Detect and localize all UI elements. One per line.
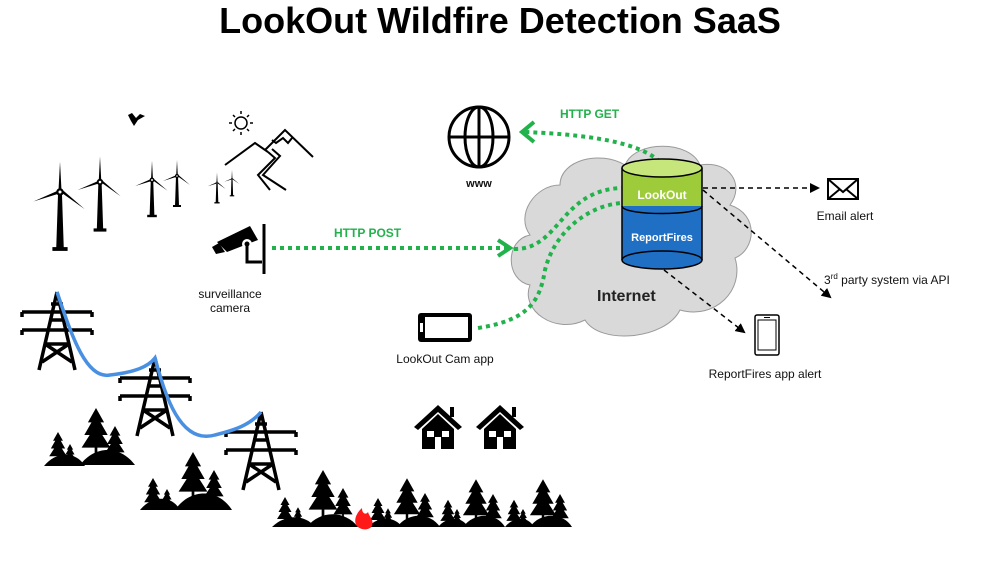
post-to-lookout-flow <box>513 186 623 252</box>
http-post-label: HTTP POST <box>334 226 402 240</box>
bird-icon <box>128 113 145 126</box>
app-to-db-flow <box>477 201 623 330</box>
forest <box>44 408 572 527</box>
sun-icon <box>229 111 253 135</box>
third-party-api-label: 3rd party system via API <box>824 270 950 287</box>
envelope-icon <box>827 178 859 200</box>
third-party-sup: rd <box>830 272 838 281</box>
reportfires-app-flow <box>663 269 746 334</box>
reportfires-app-alert-label: ReportFires app alert <box>708 367 822 381</box>
reportfires-db-label: ReportFires <box>631 232 693 244</box>
diagram-title: LookOut Wildfire Detection SaaS <box>219 0 781 41</box>
third-party-prefix: 3 <box>824 273 831 287</box>
power-line <box>55 291 263 439</box>
surveillance-camera-label: surveillance camera <box>190 287 270 315</box>
http-get-arrowhead <box>518 120 536 144</box>
email-alert-label: Email alert <box>816 209 874 223</box>
third-party-rest: party system via API <box>837 273 950 287</box>
surveillance-camera-label-line2: camera <box>209 301 250 315</box>
lookout-cam-app-label: LookOut Cam app <box>396 352 494 366</box>
http-get-label: HTTP GET <box>560 107 620 121</box>
globe-icon <box>447 105 511 169</box>
fire-icon <box>355 508 373 530</box>
mountain-icon <box>224 128 314 191</box>
lookout-db-label: LookOut <box>637 188 687 202</box>
house-icon <box>414 405 524 449</box>
tablet-icon <box>418 313 472 342</box>
cctv-camera-icon <box>212 224 266 274</box>
surveillance-camera-label-line1: surveillance <box>198 287 262 301</box>
www-label: www <box>466 178 492 190</box>
wind-turbine-icon <box>33 156 240 251</box>
internet-label: Internet <box>597 288 656 305</box>
third-party-api-flow <box>702 189 832 299</box>
smartphone-icon <box>754 314 780 356</box>
database-icon <box>621 158 703 270</box>
http-post-arrowhead <box>496 238 514 258</box>
